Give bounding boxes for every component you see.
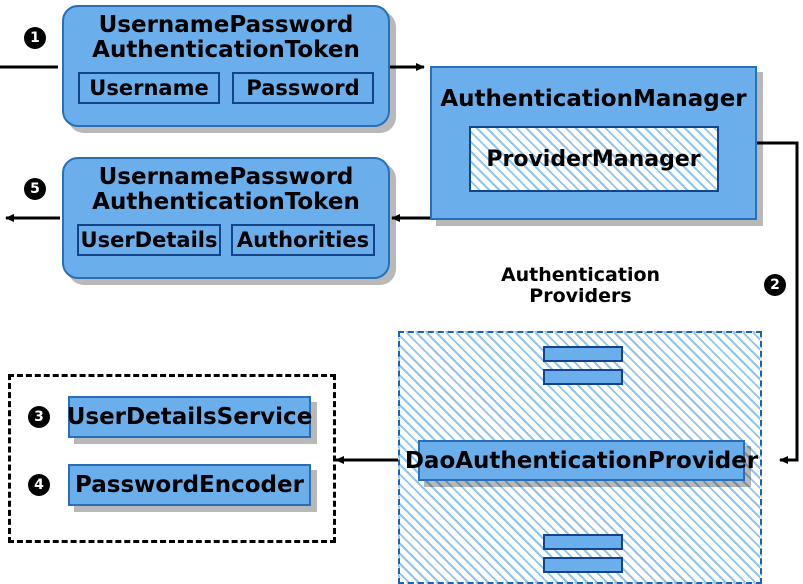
request-token-field-password: Password [232,71,374,104]
response-authentication-token-box: UsernamePassword AuthenticationToken Use… [62,157,390,279]
user-details-service-box: UserDetailsService [67,396,312,438]
step-bullet-5: 5 [24,178,46,200]
request-authentication-token-box: UsernamePassword AuthenticationToken Use… [62,5,390,127]
password-encoder-box: PasswordEncoder [68,464,311,506]
step-bullet-2: 2 [764,274,786,296]
request-token-title-line1: UsernamePassword [98,12,354,38]
response-token-title-line2: AuthenticationToken [92,189,360,216]
providers-caption-line2: Providers [529,285,632,308]
provider-manager-box: ProviderManager [468,126,719,192]
response-token-field-authorities: Authorities [231,223,375,256]
services-group-container [8,374,336,543]
provider-stub-bottom-1 [543,534,623,550]
provider-stub-top-1 [543,346,623,362]
providers-caption-line1: Authentication [500,264,661,286]
step-bullet-1: 1 [24,27,46,49]
step-bullet-4: 4 [28,474,50,496]
authentication-manager-box: AuthenticationManager ProviderManager [430,66,757,220]
authentication-providers-caption: Authentication Providers [478,264,683,308]
request-token-field-username: Username [78,71,220,104]
response-token-title-line1: UsernamePassword [98,164,354,190]
request-token-title-line2: AuthenticationToken [92,37,360,64]
dao-authentication-provider-box: DaoAuthenticationProvider [405,440,758,481]
authentication-manager-title: AuthenticationManager [440,86,747,112]
provider-stub-bottom-2 [543,557,623,573]
provider-stub-top-2 [543,369,623,385]
step-bullet-3: 3 [28,406,50,428]
response-token-field-userdetails: UserDetails [77,223,221,256]
